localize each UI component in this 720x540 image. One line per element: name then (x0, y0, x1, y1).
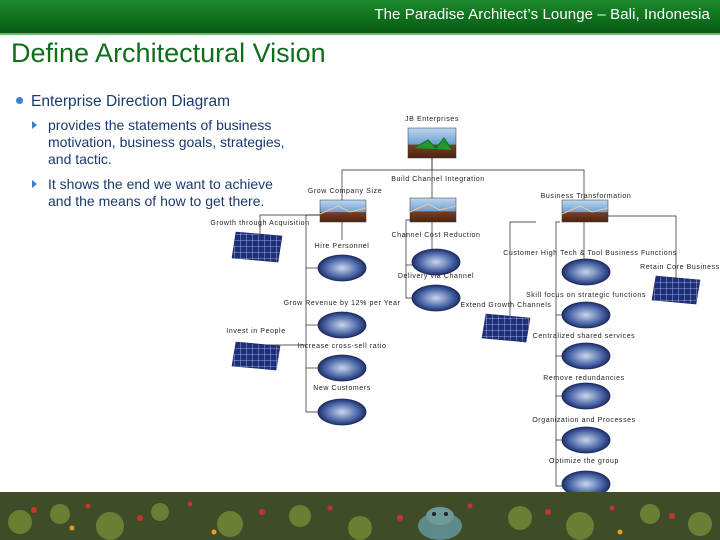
node-transform (561, 199, 609, 223)
node-label-org: Organization and Processes (532, 417, 636, 424)
node-label-redundancies: Remove redundancies (543, 375, 625, 382)
node-label-skill: Skill focus on strategic functions (525, 292, 647, 299)
node-label-new-customers: New Customers (313, 385, 371, 392)
bullet-main: Enterprise Direction Diagram (16, 93, 230, 111)
garden-image (0, 492, 720, 540)
header-title: The Paradise Architect’s Lounge – Bali, … (374, 6, 710, 23)
node-label-cross-sell: Increase cross-sell ratio (297, 343, 387, 350)
bullet-arrow-icon (32, 180, 37, 188)
sub-bullet-1-text: provides the statements of business moti… (48, 117, 285, 167)
footer-photo (0, 492, 720, 540)
sub-bullet-2: It shows the end we want to achieve and … (32, 176, 286, 210)
slide-title: Define Architectural Vision (11, 38, 326, 68)
node-label-root: JB Enterprises (405, 116, 459, 123)
node-label-invest: Invest in People (226, 328, 286, 335)
header-bar: The Paradise Architect’s Lounge – Bali, … (0, 0, 720, 35)
node-label-hire: Hire Personnel (314, 243, 370, 250)
node-grow (319, 199, 367, 223)
node-label-delivery: Delivery via Channel (397, 273, 475, 280)
diagram-connectors (259, 158, 677, 487)
bullet-arrow-icon (32, 121, 37, 129)
node-label-transform: Business Transformation (540, 193, 632, 200)
node-label-retain: Retain Core Business (640, 264, 720, 271)
node-root (407, 127, 457, 159)
node-label-acquisition: Growth through Acquisition (210, 220, 310, 227)
sub-bullet-2-text: It shows the end we want to achieve and … (48, 176, 273, 209)
node-label-channel-cost: Channel Cost Reduction (391, 232, 481, 239)
bullet-dot-icon (16, 97, 23, 104)
sub-bullet-1: provides the statements of business moti… (32, 117, 286, 168)
node-label-customer: Customer High Tech & Tool Business Funct… (503, 250, 677, 257)
node-label-build-channel: Build Channel Integration (391, 176, 485, 183)
node-label-extend: Extend Growth Channels (460, 302, 552, 309)
node-label-grow: Grow Company Size (307, 188, 383, 195)
node-label-optimize: Optimize the group (549, 458, 619, 465)
node-build-channel (409, 197, 457, 223)
bullet-main-text: Enterprise Direction Diagram (31, 93, 230, 110)
node-label-revenue: Grow Revenue by 12% per Year (283, 300, 401, 307)
node-label-centralize: Centralized shared services (532, 333, 636, 340)
